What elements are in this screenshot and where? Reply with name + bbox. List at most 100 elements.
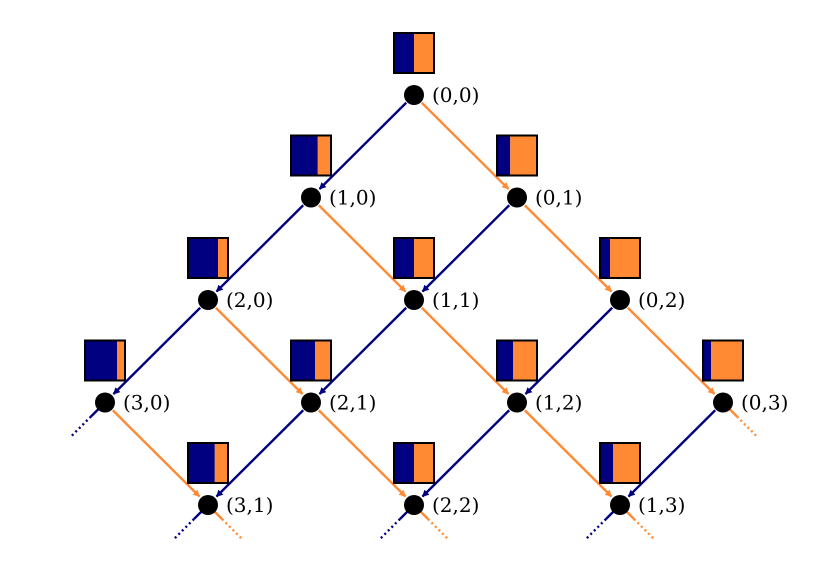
lattice-node xyxy=(610,290,630,310)
urn-box-border xyxy=(599,442,641,484)
continuation-orange-dotted xyxy=(633,518,655,540)
urn-box-border xyxy=(290,134,332,177)
continuation-blue-dotted xyxy=(173,518,195,540)
urn-box xyxy=(599,442,641,484)
urn-box-orange-fill xyxy=(317,135,331,176)
node-label: (1,1) xyxy=(432,288,479,312)
lattice-node xyxy=(610,495,630,515)
edge-orange-arrow xyxy=(111,409,201,498)
urn-box xyxy=(187,442,229,484)
urn-box-border xyxy=(187,442,229,484)
lattice-node xyxy=(301,187,321,208)
urn-box-blue-fill xyxy=(600,443,614,483)
node-label: (0,0) xyxy=(432,83,479,107)
urn-box-blue-fill xyxy=(497,135,511,176)
urn-box xyxy=(290,134,332,177)
urn-box-orange-fill xyxy=(117,340,125,381)
edge-orange-arrow xyxy=(626,306,716,395)
urn-box-border xyxy=(393,32,435,74)
urn-box-blue-fill xyxy=(497,340,513,381)
continuation-orange-dotted xyxy=(221,518,243,540)
urn-box-orange-fill xyxy=(513,340,537,381)
urn-box-orange-fill xyxy=(414,443,434,483)
edge-orange-arrow xyxy=(523,204,613,293)
lattice-node xyxy=(301,392,321,413)
urn-box xyxy=(290,339,332,382)
urn-box-orange-fill xyxy=(610,238,640,278)
continuation-orange-dotted xyxy=(427,518,449,540)
node-label: (2,0) xyxy=(226,288,273,312)
urn-box xyxy=(84,339,126,382)
lattice-node xyxy=(507,187,527,208)
urn-box-border xyxy=(702,339,744,382)
edge-blue-arrow xyxy=(215,409,305,498)
lattice-node xyxy=(404,85,424,105)
edge-orange-arrow xyxy=(317,204,407,293)
urn-box xyxy=(393,442,435,484)
urn-box-blue-fill xyxy=(703,340,711,381)
urn-box-border xyxy=(393,442,435,484)
edge-blue-arrow xyxy=(421,204,511,293)
edges-layer xyxy=(70,101,758,540)
urn-box xyxy=(702,339,744,382)
node-label: (2,2) xyxy=(432,493,479,517)
edge-orange-arrow xyxy=(317,409,407,498)
lattice-node xyxy=(404,290,424,310)
edge-orange-arrow xyxy=(420,306,510,395)
node-label: (0,3) xyxy=(741,391,788,415)
edge-orange-arrow xyxy=(523,409,613,498)
urn-box-blue-fill xyxy=(291,135,318,176)
edge-blue-arrow xyxy=(112,306,202,395)
urn-box-blue-fill xyxy=(394,443,414,483)
urn-box xyxy=(393,237,435,279)
urn-box-orange-fill xyxy=(510,135,537,176)
urn-box-border xyxy=(187,237,229,279)
urn-boxes-layer xyxy=(84,32,744,484)
urn-box-blue-fill xyxy=(85,340,117,381)
edge-blue-arrow xyxy=(318,306,408,395)
urn-box-blue-fill xyxy=(394,33,414,73)
urn-box-border xyxy=(496,339,538,382)
edge-blue-arrow xyxy=(524,306,614,395)
urn-box xyxy=(393,32,435,74)
lattice-node xyxy=(198,290,218,310)
node-label: (2,1) xyxy=(329,391,376,415)
edge-blue-arrow xyxy=(421,409,511,498)
node-label: (1,3) xyxy=(638,493,685,517)
node-label: (0,1) xyxy=(535,186,582,210)
urn-box-blue-fill xyxy=(188,238,218,278)
edge-blue-arrow xyxy=(215,204,305,293)
urn-box xyxy=(496,339,538,382)
edge-orange-arrow xyxy=(214,306,304,395)
urn-box-orange-fill xyxy=(613,443,640,483)
lattice-node xyxy=(713,392,733,413)
continuation-blue-dotted xyxy=(70,415,92,438)
urn-box-blue-fill xyxy=(600,238,610,278)
continuation-blue-dotted xyxy=(585,518,607,540)
node-label: (3,1) xyxy=(226,493,273,517)
urn-box-border xyxy=(496,134,538,177)
continuation-orange-dotted xyxy=(736,415,758,438)
urn-box-orange-fill xyxy=(414,238,434,278)
edge-orange-arrow xyxy=(420,101,510,190)
urn-box-orange-fill xyxy=(315,340,331,381)
urn-box-border xyxy=(393,237,435,279)
urn-box-border xyxy=(84,339,126,382)
urn-box xyxy=(496,134,538,177)
urn-box xyxy=(187,237,229,279)
node-label: (3,0) xyxy=(123,391,170,415)
lattice-node xyxy=(95,392,115,413)
urn-box-border xyxy=(290,339,332,382)
nodes-layer: (0,0)(1,0)(0,1)(2,0)(1,1)(0,2)(3,0)(2,1)… xyxy=(95,83,788,517)
urn-box-blue-fill xyxy=(291,340,315,381)
urn-box-border xyxy=(599,237,641,279)
lattice-node xyxy=(198,495,218,515)
node-label: (1,0) xyxy=(329,186,376,210)
lattice-node xyxy=(507,392,527,413)
urn-box-orange-fill xyxy=(214,443,228,483)
urn-box-orange-fill xyxy=(218,238,228,278)
continuation-blue-dotted xyxy=(379,518,401,540)
urn-box-blue-fill xyxy=(188,443,215,483)
urn-box-orange-fill xyxy=(711,340,743,381)
